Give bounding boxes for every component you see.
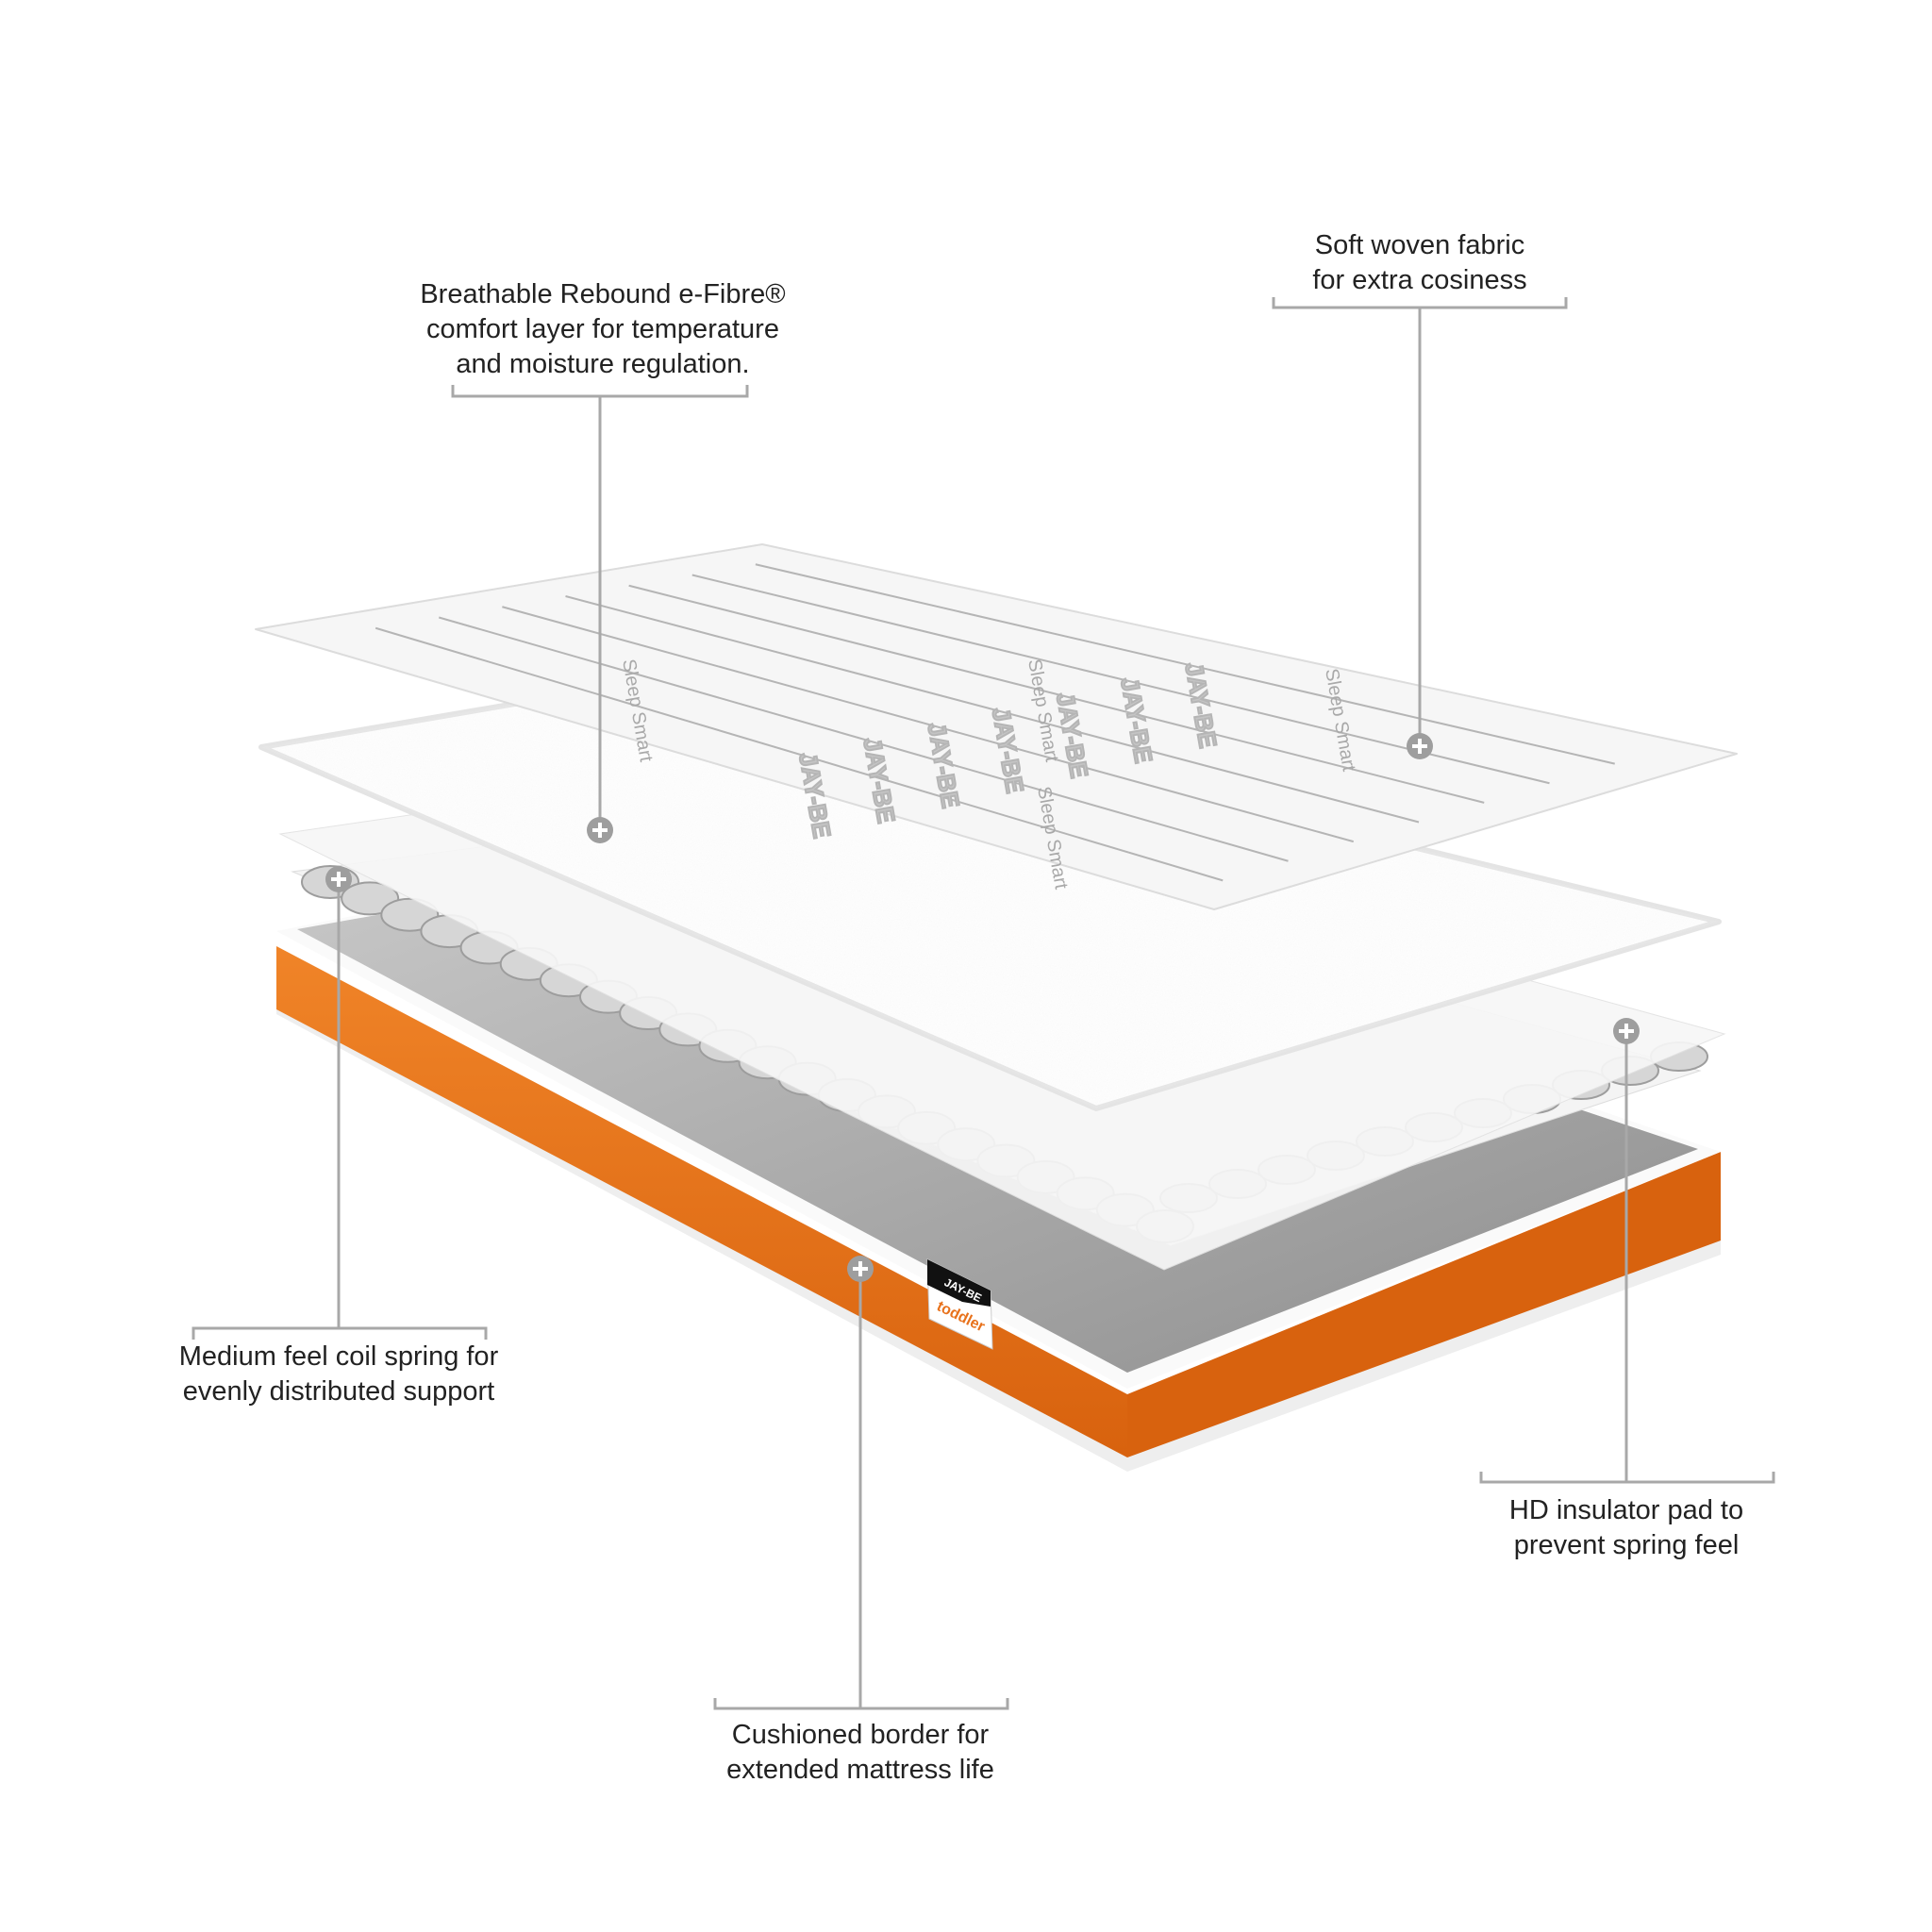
callout-line: and moisture regulation. <box>456 349 750 379</box>
plus-circle-icon <box>1613 1018 1640 1044</box>
callout-coil-spring: Medium feel coil spring for evenly distr… <box>93 1340 584 1409</box>
fabric-stitch-line <box>438 616 1289 862</box>
callout-comfort-layer: Breathable Rebound e-Fibre® comfort laye… <box>358 277 848 382</box>
coil-spring <box>380 897 440 932</box>
leader-lines <box>192 297 1775 1710</box>
fabric-stitch-line <box>755 563 1615 765</box>
callout-line: comfort layer for temperature <box>426 314 779 344</box>
callout-line: extended mattress life <box>726 1755 994 1785</box>
callout-insulator: HD insulator pad to prevent spring feel <box>1381 1493 1872 1563</box>
fabric-stitch-line <box>691 574 1550 785</box>
callout-line: prevent spring feel <box>1513 1530 1740 1560</box>
plus-circle-icon <box>847 1256 874 1282</box>
callout-line: for extra cosiness <box>1312 265 1527 295</box>
fabric-stitch-line <box>375 626 1224 882</box>
coil-spring <box>341 881 400 916</box>
orange-border-side <box>1127 1152 1721 1457</box>
fabric-stitch-line <box>628 584 1485 804</box>
plus-circle-icon <box>1407 733 1433 759</box>
callout-line: Cushioned border for <box>731 1720 990 1750</box>
callout-fabric: Soft woven fabric for extra cosiness <box>1174 228 1665 298</box>
callout-line: evenly distributed support <box>182 1376 495 1407</box>
callout-line: Breathable Rebound e-Fibre® <box>420 279 786 309</box>
plus-circle-icon <box>325 866 352 892</box>
callout-line: Soft woven fabric <box>1314 230 1525 260</box>
callout-line: HD insulator pad to <box>1508 1495 1744 1525</box>
callout-line: Medium feel coil spring for <box>178 1341 499 1372</box>
fabric-stitch-line <box>565 595 1420 824</box>
plus-circle-icon <box>587 817 613 843</box>
callout-border: Cushioned border for extended mattress l… <box>615 1718 1106 1788</box>
fabric-stitch-line <box>502 606 1355 843</box>
orange-border-front <box>276 946 1127 1457</box>
